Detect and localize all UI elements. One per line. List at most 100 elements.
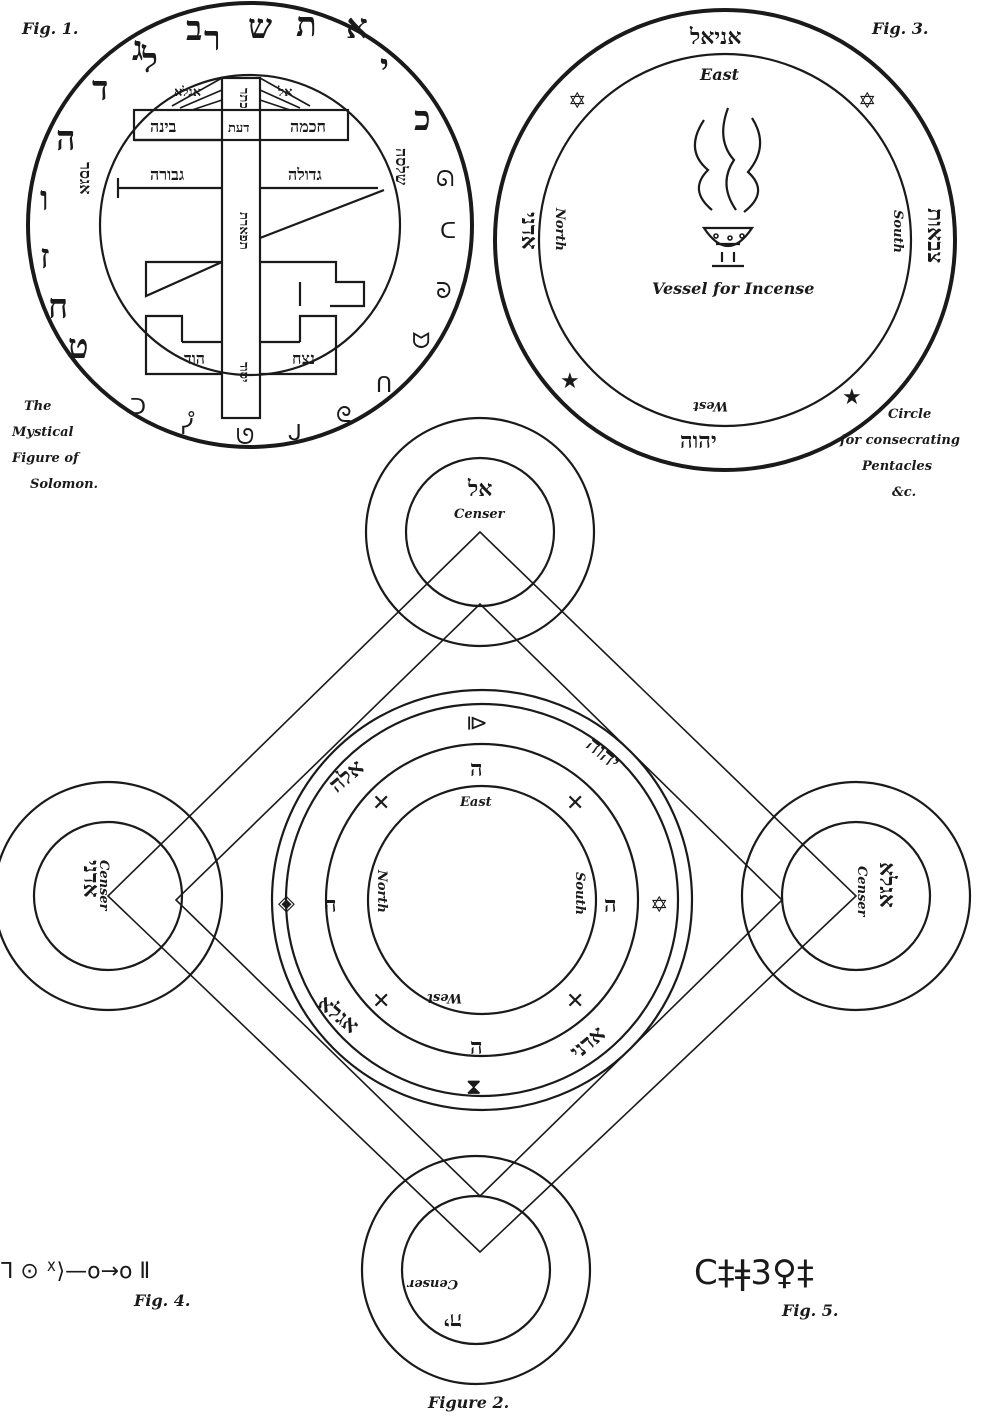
- fig1-ring-letter: ל: [141, 41, 158, 81]
- fig1-binah: בינה: [150, 117, 177, 136]
- fig2-diamond-icon: ◈: [278, 891, 295, 916]
- fig1-ring-letter: י: [380, 47, 389, 87]
- fig1-ring-glyph: ᘎ: [236, 425, 254, 450]
- fig3-star-icon: ✡: [568, 89, 586, 114]
- fig2-caption: Figure 2.: [427, 1393, 509, 1412]
- fig2-double-triangle-icon: ⧐: [466, 711, 488, 736]
- fig3-right-name: צבאות: [922, 208, 948, 263]
- fig1-ring-glyph: ᑕ: [440, 219, 456, 244]
- fig3-subtitle-line: Pentacles: [861, 459, 933, 474]
- fig1-diagonal: [260, 190, 384, 238]
- fig3-subtitle-line: for consecrating: [839, 433, 960, 448]
- fig1-left-word: אגסר: [76, 162, 95, 195]
- fig1-right-steps: [260, 262, 364, 306]
- fig3-south: South: [890, 210, 905, 253]
- fig2-censer-label: Censer: [454, 507, 506, 522]
- fig1-el: אל: [277, 85, 292, 100]
- fig1-ring-glyphs: ᘏ ᑕ ᘐ ᗢ ᑎ ᘓ ᒍ ᘎ ᓮ ᑐ: [130, 167, 456, 450]
- fig5-caption: Fig. 5.: [781, 1301, 838, 1320]
- fig1-ring-letter: ג: [132, 29, 143, 69]
- fig2-censer-left: אדני Censer: [0, 782, 222, 1010]
- fig1-chokmah: חכמה: [290, 117, 326, 136]
- fig1-ring-letter: ב: [186, 9, 202, 49]
- fig3-star-icon: ✡: [858, 89, 876, 114]
- fig3-left-name: אדני: [516, 212, 542, 250]
- fig1-ring-letter: א: [346, 7, 368, 47]
- fig1-right-word: שלסה: [392, 148, 411, 186]
- fig1-ring-letter: ו: [40, 179, 49, 219]
- fig1-ring-letter: כ: [414, 99, 431, 139]
- fig2-letter-left: ה: [324, 892, 337, 918]
- fig1-ring-glyph: ᓮ: [180, 410, 195, 440]
- fig2-cross-icon: ✕: [566, 791, 584, 816]
- fig5-sigil: C‡ǂ3♀‡ Fig. 5.: [694, 1253, 838, 1320]
- fig2-censer-label: Censer: [96, 860, 111, 912]
- fig2-south: South: [572, 872, 587, 915]
- fig3-vessel-label: Vessel for Incense: [652, 279, 814, 298]
- fig1-tiphereth: תפארת: [236, 212, 251, 250]
- fig3-east: East: [699, 65, 740, 84]
- fig1-ring-letter: ה: [56, 119, 76, 159]
- fig1-ring-letter: ט: [68, 327, 89, 367]
- fig2-north: North: [374, 869, 389, 913]
- fig1-mystical-figure: Fig. 1. ל ר ש ת א ב ג ד ה ו ז ח ט י כ ᘏ …: [11, 3, 472, 492]
- fig1-yesod: יסוד: [236, 362, 251, 382]
- fig3-consecration-circle: Fig. 3. אניאל אדני צבאות יהוה ✡ ✡ ★ ★ Ea…: [495, 10, 960, 500]
- fig3-west: West: [693, 398, 728, 413]
- fig1-sephiroth-labels: כתר חכמה בינה דעת גדולה גבורה תפארת נצח …: [76, 85, 411, 382]
- fig1-ring-letter: ר: [204, 19, 221, 59]
- fig1-ring-letter: ת: [296, 5, 317, 45]
- fig1-daath: דעת: [228, 121, 250, 136]
- fig2-censer-right: אגלא Censer: [742, 782, 970, 1010]
- fig1-ring-letter: ד: [92, 69, 108, 109]
- fig2-cross-icon: ✕: [372, 989, 390, 1014]
- fig3-star-icon: ★: [560, 369, 580, 394]
- fig2-letter-bottom: ה: [470, 1034, 483, 1060]
- fig2-hexagram-icon: ✡: [650, 893, 668, 918]
- fig1-gedulah: גדולה: [288, 165, 322, 184]
- fig1-subtitle: The Mystical Figure of Solomon.: [11, 399, 98, 492]
- fig1-subtitle-line: Solomon.: [30, 477, 98, 492]
- fig1-ring-glyph: ᑐ: [130, 395, 146, 420]
- fig1-ring-glyph: ᘓ: [336, 403, 352, 428]
- fig1-ring-glyph: ᒍ: [288, 421, 302, 446]
- fig3-top-name: אניאל: [689, 24, 741, 50]
- fig2-cross-icon: ✕: [566, 989, 584, 1014]
- fig1-subtitle-line: Mystical: [11, 425, 74, 440]
- fig4-glyphs: ᒣ ⊙ ᕽ⟩—ο→ο Ⅱ: [0, 1259, 150, 1284]
- fig1-crown: כתר: [236, 88, 251, 109]
- fig1-ring-glyph: ᗢ: [412, 329, 430, 354]
- fig1-netzach: נצח: [292, 349, 315, 368]
- fig3-subtitle-line: &c.: [892, 485, 916, 500]
- fig2-censer-bottom: Censer יה: [362, 1156, 590, 1384]
- fig3-caption: Fig. 3.: [871, 19, 928, 38]
- fig3-smoke: [695, 108, 760, 212]
- fig4-caption: Fig. 4.: [133, 1291, 190, 1310]
- fig2-censer-label: Censer: [406, 1276, 458, 1291]
- fig1-ring-glyph: ᘐ: [436, 279, 452, 304]
- fig1-subtitle-line: The: [24, 399, 51, 414]
- fig1-hod: הוד: [184, 349, 205, 368]
- fig3-subtitle: Circle for consecrating Pentacles &c.: [839, 407, 960, 500]
- fig4-sigil: ᒣ ⊙ ᕽ⟩—ο→ο Ⅱ Fig. 4.: [0, 1259, 190, 1310]
- fig1-caption: Fig. 1.: [21, 19, 78, 38]
- fig1-ring-letter: ז: [40, 237, 49, 277]
- fig2-letter-top: ה: [470, 756, 483, 782]
- fig3-bottom-name: יהוה: [680, 428, 717, 454]
- fig3-inner-circle: [539, 54, 911, 426]
- fig2-censer-label: Censer: [854, 866, 869, 918]
- fig1-ring-glyph: ᑎ: [376, 373, 392, 398]
- fig2-west: West: [427, 990, 462, 1005]
- fig2-hourglass-icon: ⧗: [466, 1075, 481, 1100]
- fig1-subtitle-line: Figure of: [11, 451, 81, 466]
- fig2-censer-top-name: אל: [467, 476, 492, 502]
- fig2-east: East: [459, 795, 492, 810]
- fig2-cross-icon: ✕: [372, 791, 390, 816]
- fig3-incense-vessel: [695, 108, 760, 266]
- fig3-subtitle-line: Circle: [888, 407, 931, 422]
- fig1-left-triangle: [146, 262, 222, 296]
- fig1-ring-letter: ש: [248, 7, 272, 47]
- fig2-letter-right: ה: [604, 892, 617, 918]
- fig1-ring-glyph: ᘏ: [436, 167, 454, 192]
